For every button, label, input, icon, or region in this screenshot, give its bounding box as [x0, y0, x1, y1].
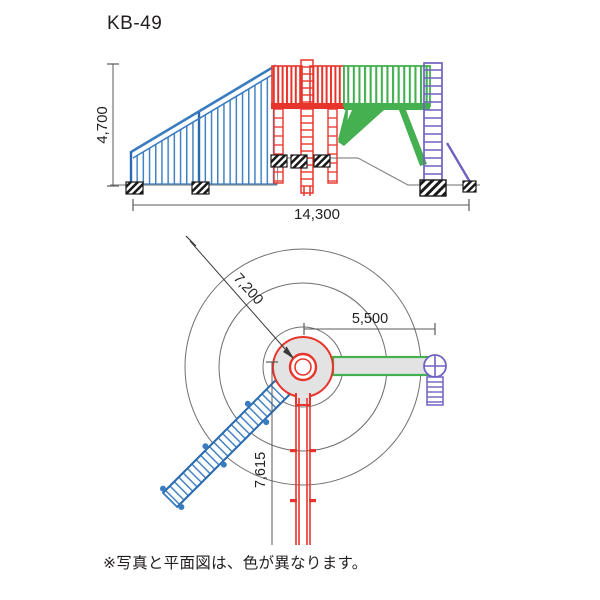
dimension-bridge-length-label: 5,500	[352, 311, 388, 327]
dimension-bridge-length: 5,500	[303, 311, 436, 335]
plan-rails	[290, 398, 316, 545]
plan-stair	[159, 357, 313, 511]
elevation-view: 4,700 14,300	[94, 59, 480, 223]
base-block	[125, 181, 144, 195]
green-bridge	[338, 65, 431, 166]
base-block	[313, 154, 331, 168]
dimension-height-label: 4,700	[94, 106, 111, 144]
note-caption: ※写真と平面図は、色が異なります。	[103, 554, 368, 572]
base-block	[290, 154, 308, 169]
plan-view: 7,200 5,500 7,615	[159, 235, 447, 545]
page-title: KB-49	[107, 13, 163, 34]
red-tower	[271, 59, 345, 196]
base-block	[419, 179, 447, 197]
dimension-tank-depth: 7,615	[253, 361, 278, 545]
dimension-height: 4,700	[94, 63, 119, 187]
dimension-overall-length-label: 14,300	[294, 206, 340, 223]
plan-ladder-circle	[423, 354, 447, 406]
base-blocks	[125, 154, 477, 197]
plan-bridge	[331, 355, 433, 377]
dimension-stair-length-label: 7,200	[230, 270, 266, 308]
dimension-stair-length: 7,200	[185, 235, 294, 359]
base-block	[191, 181, 210, 195]
base-block	[270, 154, 288, 168]
dimension-tank-depth-label: 7,615	[253, 452, 269, 488]
base-block	[462, 180, 477, 193]
dimension-overall-length: 14,300	[132, 199, 470, 223]
stair-run	[129, 64, 278, 186]
